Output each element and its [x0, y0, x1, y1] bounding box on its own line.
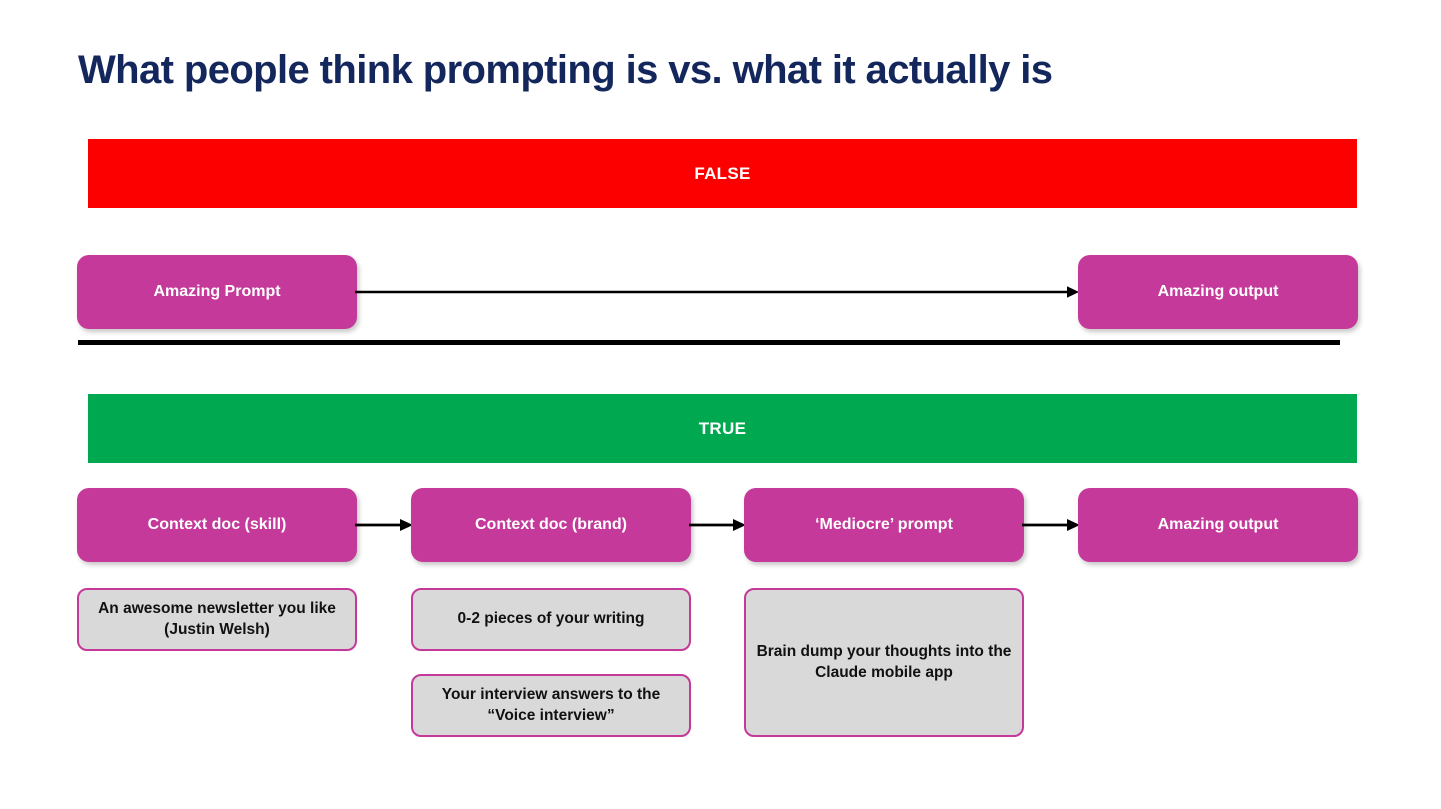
- section-banner-true-label: TRUE: [698, 418, 747, 438]
- node-context-doc-skill[interactable]: Context doc (skill): [77, 488, 357, 562]
- node-amazing-output-false-label: Amazing output: [1157, 283, 1279, 300]
- node-amazing-prompt[interactable]: Amazing Prompt: [77, 255, 357, 329]
- arrow-right-icon-skill-to-brand: [355, 519, 413, 531]
- arrow-right-icon-brand-to-prompt: [689, 519, 746, 531]
- arrow-right-icon-false-flow: [355, 286, 1079, 298]
- node-context-doc-brand[interactable]: Context doc (brand): [411, 488, 691, 562]
- node-context-doc-brand-label: Context doc (brand): [475, 516, 627, 533]
- node-context-doc-skill-label: Context doc (skill): [147, 516, 287, 533]
- note-mediocre-prompt-braindump: Brain dump your thoughts into the Claude…: [744, 588, 1024, 737]
- note-context-doc-brand-interview-text: Your interview answers to the “Voice int…: [441, 685, 661, 724]
- note-mediocre-prompt-braindump-text: Brain dump your thoughts into the Claude…: [756, 642, 1012, 681]
- section-banner-false-label: FALSE: [694, 163, 751, 183]
- node-amazing-output-true[interactable]: Amazing output: [1078, 488, 1358, 562]
- note-context-doc-skill: An awesome newsletter you like (Justin W…: [77, 588, 357, 651]
- note-context-doc-brand-writing: 0-2 pieces of your writing: [411, 588, 691, 651]
- node-mediocre-prompt[interactable]: ‘Mediocre’ prompt: [744, 488, 1024, 562]
- arrow-right-icon-prompt-to-output: [1022, 519, 1080, 531]
- note-context-doc-skill-text: An awesome newsletter you like (Justin W…: [98, 599, 336, 638]
- node-mediocre-prompt-label: ‘Mediocre’ prompt: [815, 516, 953, 533]
- section-divider: [78, 340, 1340, 345]
- node-amazing-prompt-label: Amazing Prompt: [153, 283, 281, 300]
- page-title: What people think prompting is vs. what …: [78, 48, 1053, 92]
- note-context-doc-brand-writing-text: 0-2 pieces of your writing: [457, 610, 645, 628]
- section-banner-true: TRUE: [88, 394, 1357, 463]
- node-amazing-output-true-label: Amazing output: [1157, 516, 1279, 533]
- node-amazing-output-false[interactable]: Amazing output: [1078, 255, 1358, 329]
- note-context-doc-brand-interview: Your interview answers to the “Voice int…: [411, 674, 691, 737]
- section-banner-false: FALSE: [88, 139, 1357, 208]
